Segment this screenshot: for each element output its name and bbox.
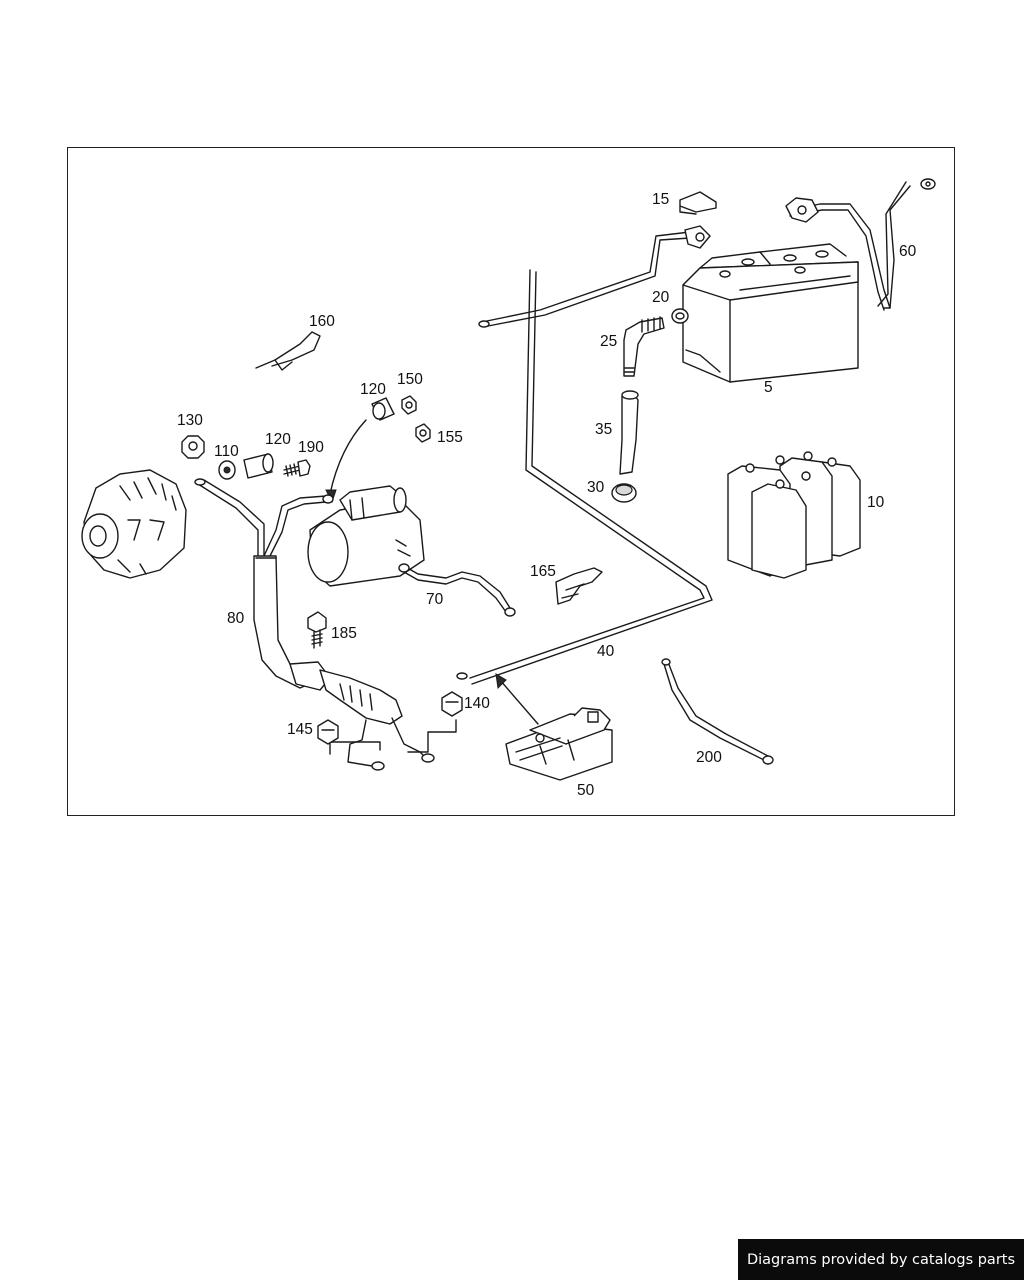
nut-145[interactable] bbox=[317, 719, 339, 745]
leader-arrow-120 bbox=[325, 419, 367, 504]
callout-70: 70 bbox=[426, 591, 444, 608]
callout-35: 35 bbox=[595, 421, 612, 438]
callout-160: 160 bbox=[309, 313, 335, 330]
vent-hose-35[interactable] bbox=[619, 390, 639, 475]
nut-150[interactable] bbox=[401, 395, 417, 415]
fuse-box-50[interactable] bbox=[505, 707, 613, 781]
vent-elbow-25[interactable] bbox=[623, 316, 665, 377]
callout-50: 50 bbox=[577, 782, 595, 799]
nut-130[interactable] bbox=[181, 435, 205, 459]
footer-banner: Diagrams provided by catalogs parts bbox=[738, 1239, 1024, 1280]
terminal-cover-15[interactable] bbox=[679, 191, 717, 215]
washer-110[interactable] bbox=[218, 460, 236, 480]
callout-25: 25 bbox=[600, 333, 617, 350]
wiring-harness-80[interactable] bbox=[194, 478, 457, 771]
callout-10: 10 bbox=[867, 494, 885, 511]
nut-140[interactable] bbox=[441, 691, 463, 717]
callout-190: 190 bbox=[298, 439, 324, 456]
callout-140: 140 bbox=[464, 695, 490, 712]
cable-tie-160[interactable] bbox=[255, 331, 321, 371]
clip-165[interactable] bbox=[555, 567, 603, 605]
cable-40[interactable] bbox=[456, 269, 713, 685]
callout-20: 20 bbox=[652, 289, 670, 306]
callout-15: 15 bbox=[652, 191, 669, 208]
callout-120-top: 120 bbox=[360, 381, 386, 398]
starter-cable-70[interactable] bbox=[398, 563, 516, 617]
callout-5: 5 bbox=[764, 379, 773, 396]
vent-plug-20[interactable] bbox=[671, 308, 689, 324]
bolt-185[interactable] bbox=[307, 611, 327, 649]
battery-part[interactable] bbox=[682, 243, 859, 383]
callout-60: 60 bbox=[899, 243, 917, 260]
callout-120-left: 120 bbox=[265, 431, 291, 448]
diagram-frame bbox=[67, 147, 955, 816]
ground-cable-60[interactable] bbox=[785, 178, 936, 311]
starter-motor bbox=[307, 485, 425, 587]
alternator bbox=[81, 469, 187, 579]
callout-110: 110 bbox=[214, 443, 239, 460]
callout-200: 200 bbox=[696, 749, 722, 766]
callout-80: 80 bbox=[227, 610, 245, 627]
callout-30: 30 bbox=[587, 479, 605, 496]
callout-130: 130 bbox=[177, 412, 203, 429]
callout-165: 165 bbox=[530, 563, 556, 580]
callout-145: 145 bbox=[287, 721, 313, 738]
callout-40: 40 bbox=[597, 643, 615, 660]
nut-155[interactable] bbox=[415, 423, 431, 443]
battery-fluid-containers-10[interactable] bbox=[727, 451, 861, 579]
callout-155: 155 bbox=[437, 429, 463, 446]
callout-185: 185 bbox=[331, 625, 357, 642]
sleeve-120-left[interactable] bbox=[243, 453, 274, 479]
leader-arrow-50 bbox=[495, 673, 539, 725]
sleeve-120-top[interactable] bbox=[371, 397, 395, 421]
grommet-30[interactable] bbox=[611, 483, 637, 503]
ground-strap-200[interactable] bbox=[661, 658, 774, 765]
footer-text: Diagrams provided by catalogs parts bbox=[746, 1251, 1016, 1268]
bolt-190[interactable] bbox=[283, 459, 311, 477]
callout-150: 150 bbox=[397, 371, 423, 388]
battery-main-cable[interactable] bbox=[478, 225, 711, 328]
